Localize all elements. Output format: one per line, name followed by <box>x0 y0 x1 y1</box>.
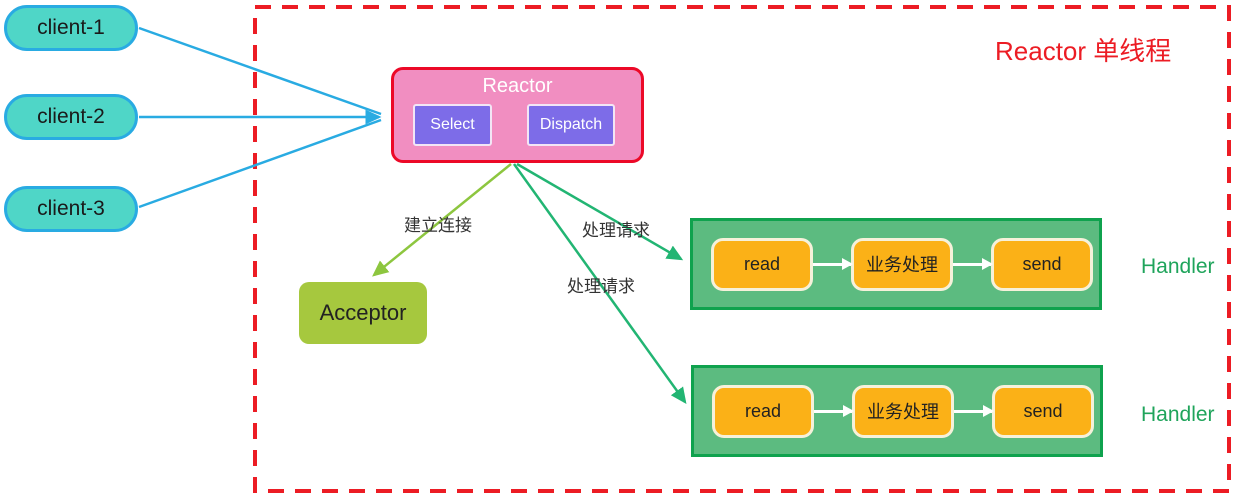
handler-1-process-step: 业务处理 <box>851 237 953 291</box>
establish-connection-label: 建立连接 <box>404 216 472 235</box>
step-label: send <box>1023 400 1063 421</box>
client-2-node: client-2 <box>4 94 138 140</box>
handler-2-node: read 业务处理 send <box>691 365 1103 457</box>
right-arrow-icon <box>953 257 993 270</box>
dispatch-box: Dispatch <box>527 104 615 146</box>
client-2-label: client-2 <box>37 105 105 128</box>
right-arrow-icon <box>814 404 854 417</box>
handler-1-node: read 业务处理 send <box>690 218 1102 310</box>
reactor-title: Reactor <box>482 75 553 97</box>
reactor-inner-row: Select Dispatch <box>394 98 641 146</box>
handler-1-label: Handler <box>1141 255 1215 278</box>
client-3-label: client-3 <box>37 197 105 220</box>
dispatch-label: Dispatch <box>539 116 603 133</box>
client-3-node: client-3 <box>4 186 138 232</box>
handle-request-label-1: 处理请求 <box>582 221 650 240</box>
step-label: read <box>744 400 782 421</box>
reactor-node: Reactor Select Dispatch <box>391 67 644 163</box>
step-label: 业务处理 <box>867 402 939 422</box>
step-label: send <box>1022 253 1062 274</box>
right-arrow-icon <box>813 257 853 270</box>
handler-1-send-step: send <box>991 237 1093 291</box>
client1-to-reactor-arrow <box>138 26 382 116</box>
handler-2-read-step: read <box>712 384 814 438</box>
handler-2-label: Handler <box>1141 403 1215 426</box>
handler-2-send-step: send <box>992 384 1094 438</box>
step-label: 业务处理 <box>866 255 938 275</box>
client3-to-reactor-arrow <box>138 118 382 209</box>
select-label: Select <box>430 116 475 133</box>
step-label: read <box>743 253 781 274</box>
reactor-to-handler1-arrow <box>516 162 684 261</box>
client-1-label: client-1 <box>37 16 105 39</box>
acceptor-label: Acceptor <box>319 300 407 325</box>
right-arrow-icon <box>954 404 994 417</box>
region-title: Reactor 单线程 <box>995 36 1172 66</box>
client-1-node: client-1 <box>4 5 138 51</box>
acceptor-node: Acceptor <box>299 282 427 344</box>
select-box: Select <box>413 104 492 146</box>
handler-2-process-step: 业务处理 <box>852 384 954 438</box>
handler-1-read-step: read <box>711 237 813 291</box>
handle-request-label-2: 处理请求 <box>567 277 635 296</box>
